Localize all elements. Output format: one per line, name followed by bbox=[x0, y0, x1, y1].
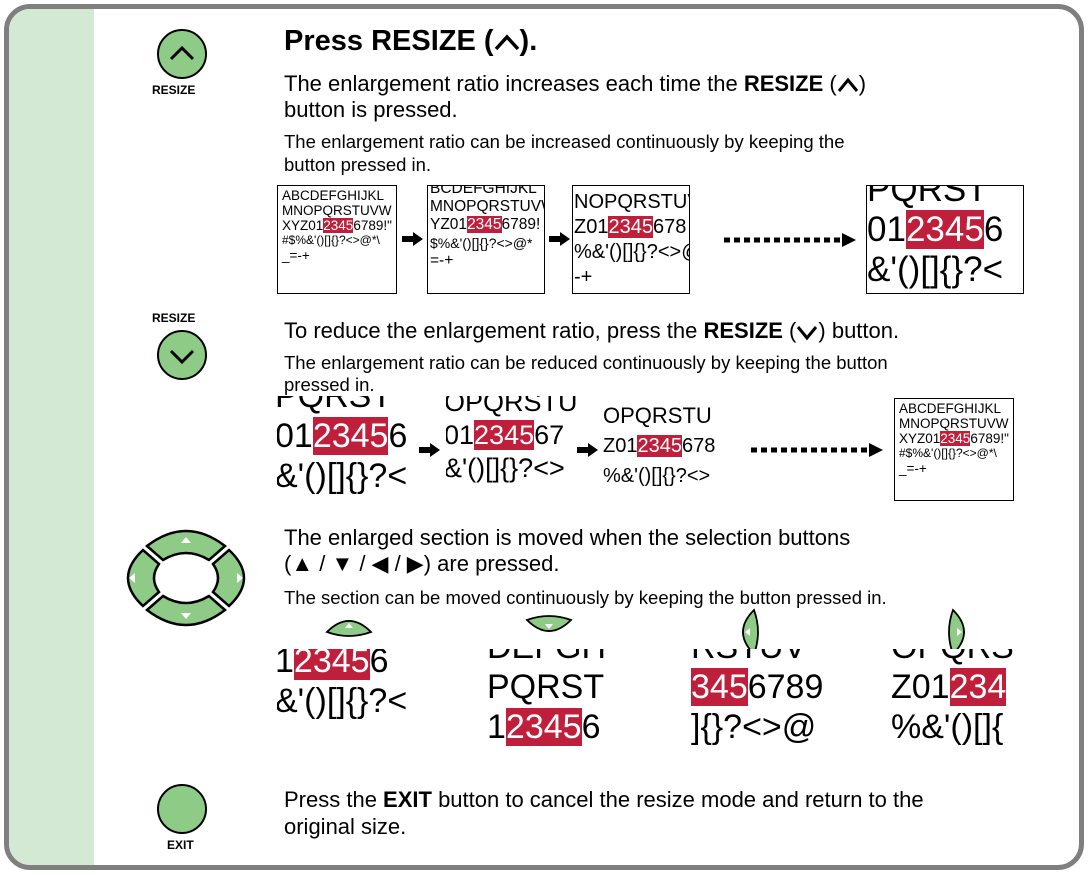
resize-down-button-icon bbox=[157, 330, 207, 380]
section3-note: The section can be moved continuously by… bbox=[284, 587, 887, 608]
direction-pad-icon bbox=[126, 529, 246, 627]
page-frame: RESIZE Press RESIZE (). The enlargement … bbox=[4, 4, 1084, 870]
display-move-right: OPQRS Z01234 %&'()[]{ bbox=[889, 649, 1039, 761]
resize-up-button-icon bbox=[157, 29, 207, 79]
down-key-small-icon bbox=[525, 615, 573, 632]
section3-line2: (▲ / ▼ / ◀ / ▶) are pressed. bbox=[284, 551, 560, 576]
section3-line1: The enlarged section is moved when the s… bbox=[284, 525, 851, 550]
up-key-icon bbox=[145, 529, 227, 562]
down-key-icon bbox=[145, 594, 227, 627]
section1-title: Press RESIZE (). bbox=[284, 25, 538, 57]
sidebar-strip bbox=[9, 9, 94, 865]
section1-line1: The enlargement ratio increases each tim… bbox=[284, 71, 867, 96]
display-zoom-3: NOPQRSTUV Z012345678 %&'()[]{}?<>@-+ bbox=[572, 185, 690, 294]
up-chevron-icon bbox=[837, 77, 858, 93]
resize-up-caption: RESIZE bbox=[152, 83, 196, 97]
right-key-icon bbox=[211, 548, 246, 608]
section2-line1: To reduce the enlargement ratio, press t… bbox=[284, 318, 900, 343]
arrow-right-icon bbox=[402, 232, 423, 246]
display-reduce-3: OPQRSTU Z012345678 %&'()[]{}?<> bbox=[601, 401, 723, 499]
section1-line2: button is pressed. bbox=[284, 97, 458, 122]
arrow-right-icon bbox=[419, 443, 440, 457]
arrow-right-icon bbox=[577, 443, 598, 457]
display-reduce-2: OPQRSTU 01234567 &'()[]{}?<> bbox=[446, 396, 576, 500]
resize-down-caption: RESIZE bbox=[152, 311, 196, 325]
display-move-left: RSTUV 3456789 ]{}?<>@ bbox=[689, 649, 839, 761]
section4-line1: Press the EXIT button to cancel the resi… bbox=[284, 787, 924, 812]
section2-note-line2: pressed in. bbox=[284, 374, 375, 395]
exit-caption: EXIT bbox=[167, 838, 194, 852]
dotted-arrow-icon bbox=[751, 443, 883, 457]
section1-note-line1: The enlargement ratio can be increased c… bbox=[284, 131, 845, 152]
dotted-arrow-icon bbox=[724, 233, 856, 247]
arrow-right-icon bbox=[549, 232, 570, 246]
section1-note-line2: button pressed in. bbox=[284, 154, 432, 175]
section2-note-line1: The enlargement ratio can be reduced con… bbox=[284, 352, 888, 373]
down-chevron-icon bbox=[797, 326, 818, 341]
up-chevron-icon bbox=[494, 34, 519, 51]
up-key-small-icon bbox=[325, 620, 373, 637]
display-zoom-4: PQRST 0123456 &'()[]{}?< bbox=[866, 185, 1024, 294]
display-reduce-1: PQRST 0123456 &'()[]{}?< bbox=[277, 396, 417, 500]
display-move-down: DEFGH PQRST 123456 bbox=[487, 649, 622, 761]
display-move-up: 123456 &'()[]{}?< bbox=[277, 649, 422, 761]
section4-line2: original size. bbox=[284, 814, 407, 839]
left-key-icon bbox=[126, 548, 161, 608]
exit-button-icon bbox=[157, 784, 207, 834]
